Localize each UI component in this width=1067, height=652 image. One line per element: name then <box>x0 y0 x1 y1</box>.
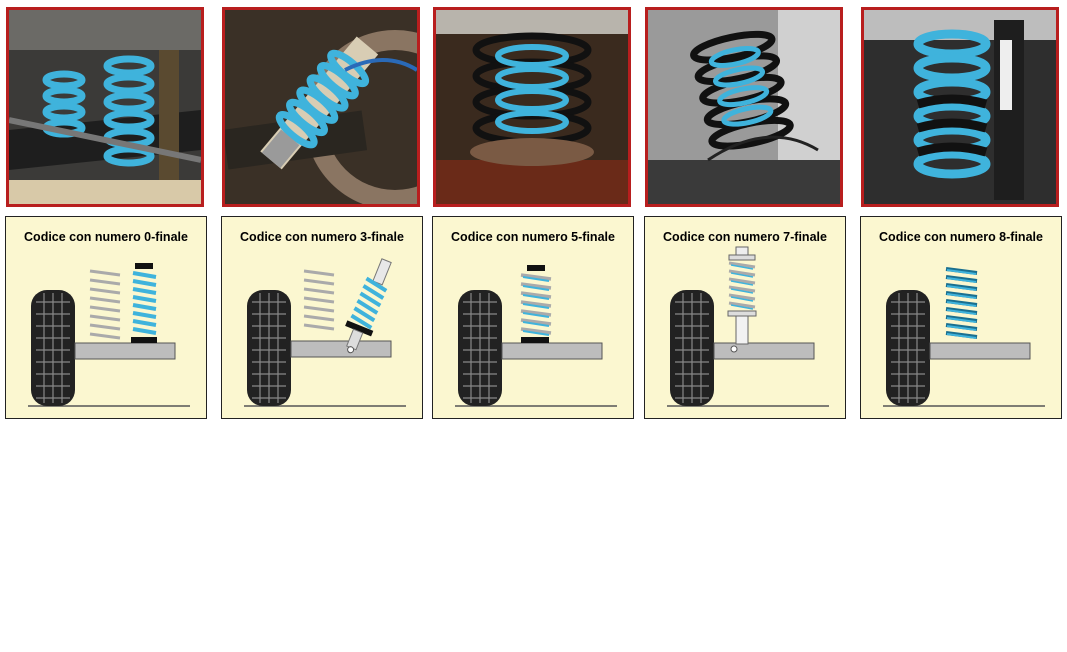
diagram-spring-separate-0 <box>28 263 190 407</box>
photo-strut-coil <box>645 7 843 207</box>
photo-rear-coil-springs-image <box>9 10 201 204</box>
diagram-card-3: Codice con numero 3-finale <box>221 216 423 419</box>
diagram-spring-only-8 <box>883 267 1045 407</box>
diagram-title-8: Codice con numero 8-finale <box>879 230 1043 244</box>
wheel-icon <box>31 290 75 406</box>
photo-two-tone-coil-image <box>864 10 1056 204</box>
shock-absorber-icon <box>345 258 392 354</box>
strut-icon <box>727 246 757 353</box>
wheel-icon <box>458 290 502 406</box>
photo-rear-coil-springs <box>6 7 204 207</box>
photo-coil-in-arch <box>433 7 631 207</box>
diagram-title-5: Codice con numero 5-finale <box>451 230 615 244</box>
diagram-card-0: Codice con numero 0-finale <box>5 216 207 419</box>
photo-two-tone-coil <box>861 7 1059 207</box>
spring-grey-icon <box>89 269 121 340</box>
diagram-coilover-upright-5 <box>455 265 617 407</box>
wheel-icon <box>247 290 291 406</box>
spring-grey-icon <box>520 273 552 335</box>
spring-blue-icon <box>132 271 157 335</box>
photo-inclined-coilover-image <box>225 10 417 204</box>
photo-strut-coil-image <box>648 10 840 204</box>
photo-inclined-coilover <box>222 7 420 207</box>
diagram-strut-7 <box>667 246 829 407</box>
diagram-title-0: Codice con numero 0-finale <box>24 230 188 244</box>
wheel-icon <box>670 290 714 406</box>
wheel-icon <box>886 290 930 406</box>
photo-coil-in-arch-image <box>436 10 628 204</box>
diagram-card-7: Codice con numero 7-finale <box>644 216 846 419</box>
diagram-title-3: Codice con numero 3-finale <box>240 230 404 244</box>
diagram-title-7: Codice con numero 7-finale <box>663 230 827 244</box>
diagram-card-8: Codice con numero 8-finale <box>860 216 1062 419</box>
spring-grey-icon <box>303 269 335 331</box>
diagram-card-5: Codice con numero 5-finale <box>432 216 634 419</box>
diagram-inclined-shock-3 <box>244 258 406 407</box>
spring-blue-icon <box>522 276 550 336</box>
